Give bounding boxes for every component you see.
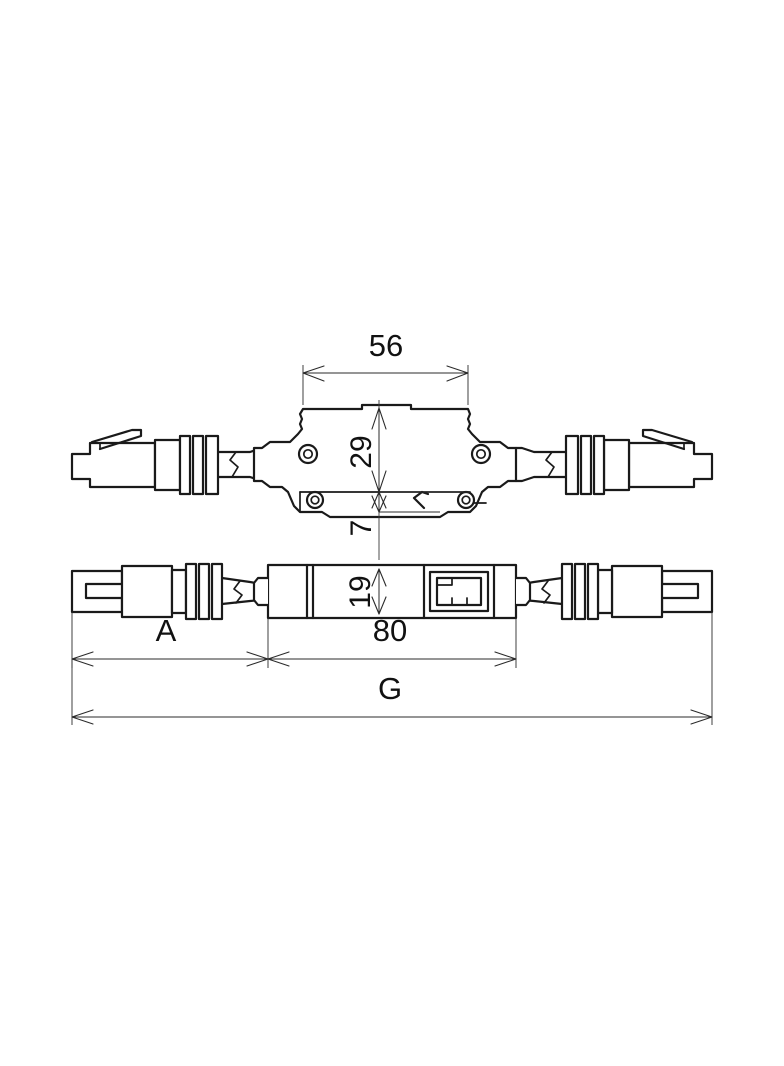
side-left-rj45-plug: [70, 562, 224, 621]
side-right-boot-ribs: [560, 562, 600, 621]
top-right-cable: [514, 446, 568, 483]
top-view-screw-bottom-left: [305, 490, 325, 510]
dimension-29-label: 29: [345, 435, 378, 468]
dimension-80-label: 80: [373, 613, 407, 648]
top-view-screw-bottom-right: [456, 490, 476, 510]
top-left-rj45-plug: [70, 428, 220, 496]
dimension-56-label: 56: [369, 328, 403, 363]
side-view-module-body: [252, 563, 532, 620]
top-view-module-body: [252, 403, 518, 519]
top-right-rj45-plug: [564, 428, 714, 496]
side-left-boot-ribs: [184, 562, 224, 621]
dimension-g-label: G: [378, 671, 402, 706]
dimension-56: 56: [302, 328, 469, 405]
dimension-a-label: A: [156, 613, 177, 648]
top-left-boot-ribs: [178, 434, 220, 496]
dimension-19: 19: [344, 568, 387, 615]
top-right-boot-ribs: [564, 434, 606, 496]
side-view-group: 19 A 80 G: [70, 562, 714, 725]
side-right-rj45-plug: [560, 562, 714, 621]
dimension-row-a-80: A 80: [71, 612, 517, 668]
top-view-screw-top-right: [470, 443, 492, 465]
top-view-screw-top-left: [297, 443, 319, 465]
dimension-7-label: 7: [345, 520, 378, 537]
top-view-group: 56 29 7: [70, 328, 714, 560]
dimension-7: 7: [345, 491, 470, 537]
dimension-29: 29: [345, 400, 387, 560]
side-view-rj45-jack-port: [428, 570, 490, 613]
dimension-row-g: G: [71, 612, 713, 725]
dimension-19-label: 19: [344, 575, 377, 608]
